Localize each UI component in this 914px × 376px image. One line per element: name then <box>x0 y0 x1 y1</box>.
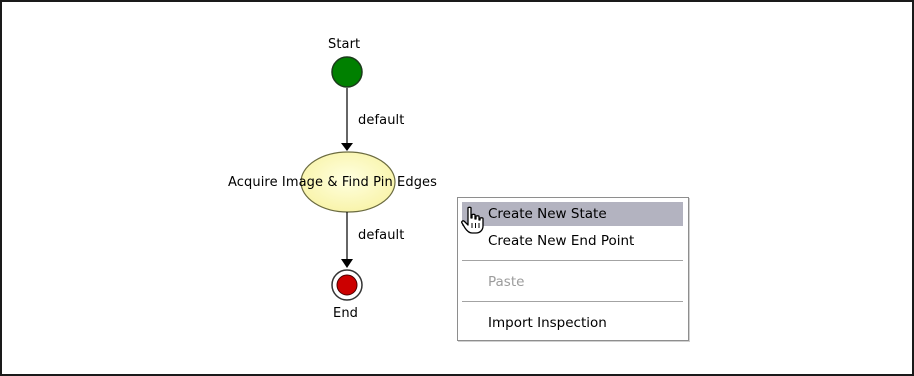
context-menu: Create New State Create New End Point Pa… <box>457 197 689 341</box>
menu-item-create-new-end-point[interactable]: Create New End Point <box>488 233 635 249</box>
end-node-label: End <box>333 306 359 321</box>
state-node-label: Acquire Image & Find Pin Edges <box>228 175 438 190</box>
menu-separator <box>462 260 683 261</box>
transition-1-label: default <box>358 113 405 128</box>
hand-pointer-icon <box>461 206 484 234</box>
start-node-label: Start <box>328 37 361 52</box>
menu-item-import-inspection[interactable]: Import Inspection <box>488 315 607 331</box>
transition-1-arrowhead <box>341 143 353 151</box>
menu-item-paste[interactable]: Paste <box>488 274 525 290</box>
state-node-acquire-image[interactable] <box>300 151 396 213</box>
menu-separator <box>462 301 683 302</box>
transition-2-arrowhead <box>341 259 353 268</box>
transition-2-label: default <box>358 228 405 243</box>
start-node[interactable] <box>331 56 363 88</box>
menu-item-create-new-state[interactable]: Create New State <box>462 202 683 226</box>
end-node-inner <box>336 274 358 296</box>
